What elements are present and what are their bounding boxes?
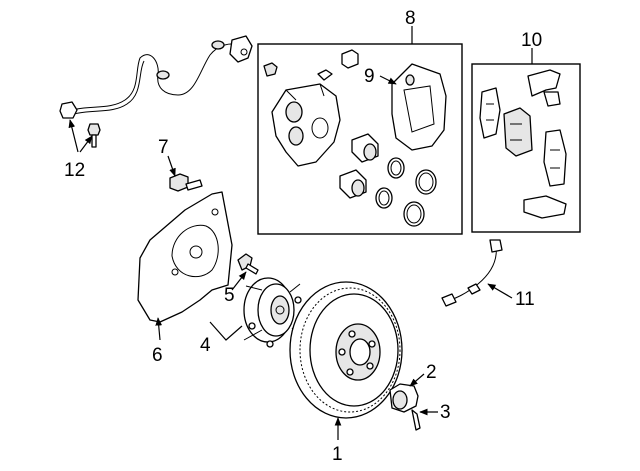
dust-shield — [137, 191, 233, 323]
callout-10: 10 — [521, 30, 542, 51]
pad-clips — [523, 69, 567, 219]
brake-hose — [441, 239, 503, 307]
wheel-stud — [237, 253, 259, 275]
hub-nut — [389, 383, 419, 413]
brake-pad-main — [503, 107, 533, 157]
callout-9: 9 — [364, 66, 375, 87]
callout-12: 12 — [64, 160, 85, 181]
leader-5 — [231, 271, 247, 291]
callout-6: 6 — [152, 345, 163, 366]
caliper-bleeder — [263, 49, 359, 81]
brake-rotor — [289, 281, 403, 419]
callout-3: 3 — [440, 402, 451, 423]
pad-kit-box — [471, 63, 581, 233]
leader-6 — [155, 317, 163, 341]
caliper-pistons — [339, 133, 379, 199]
caliper-housing — [271, 83, 341, 167]
leader-12a — [68, 119, 79, 153]
caliper-bracket — [391, 63, 447, 151]
brake-pad-inner — [479, 87, 501, 139]
caliper-kit-box — [257, 43, 463, 235]
callout-1: 1 — [332, 444, 343, 465]
callout-4: 4 — [200, 335, 211, 356]
leader-9 — [379, 75, 397, 85]
callout-8: 8 — [405, 8, 416, 29]
brake-pad-outer — [543, 129, 567, 187]
leader-4 — [209, 321, 243, 341]
abs-sensor-wire — [59, 35, 253, 119]
shield-bolt — [169, 173, 203, 192]
cotter-pin — [411, 409, 421, 431]
caliper-seals — [375, 157, 437, 227]
callout-11: 11 — [515, 289, 535, 310]
callout-7: 7 — [158, 137, 169, 158]
callout-5: 5 — [224, 285, 235, 306]
hub-bearing — [243, 277, 304, 348]
leader-7 — [167, 155, 176, 177]
leader-11 — [487, 283, 513, 299]
callout-2: 2 — [426, 362, 437, 383]
leader-12b — [79, 135, 93, 153]
abs-sensor-bolt — [87, 123, 101, 148]
leader-2 — [409, 373, 425, 387]
